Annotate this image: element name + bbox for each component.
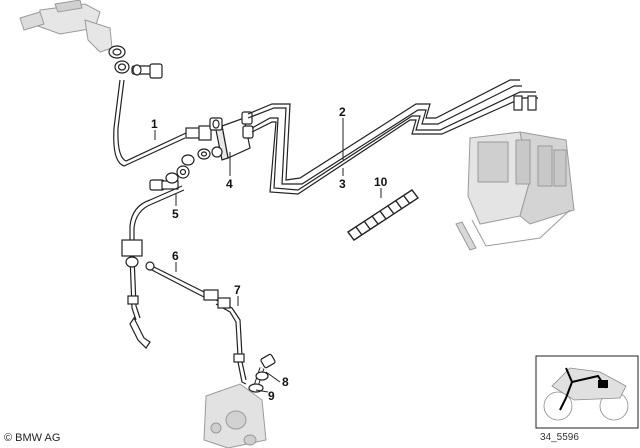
callout-7: 7 (234, 283, 241, 297)
callout-4: 4 (226, 177, 233, 191)
brake-lines-2-3 (247, 79, 538, 195)
callout-2: 2 (339, 105, 346, 119)
abs-modulator (455, 131, 575, 251)
banjo-bolt-top (108, 45, 163, 79)
callout-8: 8 (282, 375, 289, 389)
callout-6: 6 (172, 249, 179, 263)
leader-lines (154, 118, 382, 393)
brake-line-1 (113, 79, 212, 167)
callout-1: 1 (151, 117, 158, 131)
handlebar-master-cylinder (19, 0, 113, 53)
callout-10: 10 (374, 175, 388, 189)
brake-caliper (203, 383, 267, 448)
brake-line-7 (215, 297, 247, 385)
copyright-label: © BMW AG (4, 432, 61, 444)
distributor-block (197, 111, 254, 161)
callout-9: 9 (268, 389, 275, 403)
motorcycle-inset (535, 355, 639, 429)
callout-5: 5 (172, 207, 179, 221)
diagram-id-label: 34_5596 (540, 432, 579, 443)
spiral-sleeve (346, 189, 420, 241)
brake-line-left (121, 185, 185, 349)
banjo-bolt-5 (149, 154, 195, 191)
callout-3: 3 (339, 177, 346, 191)
brake-line-6 (145, 261, 219, 301)
banjo-bolt-8-9 (248, 353, 276, 393)
